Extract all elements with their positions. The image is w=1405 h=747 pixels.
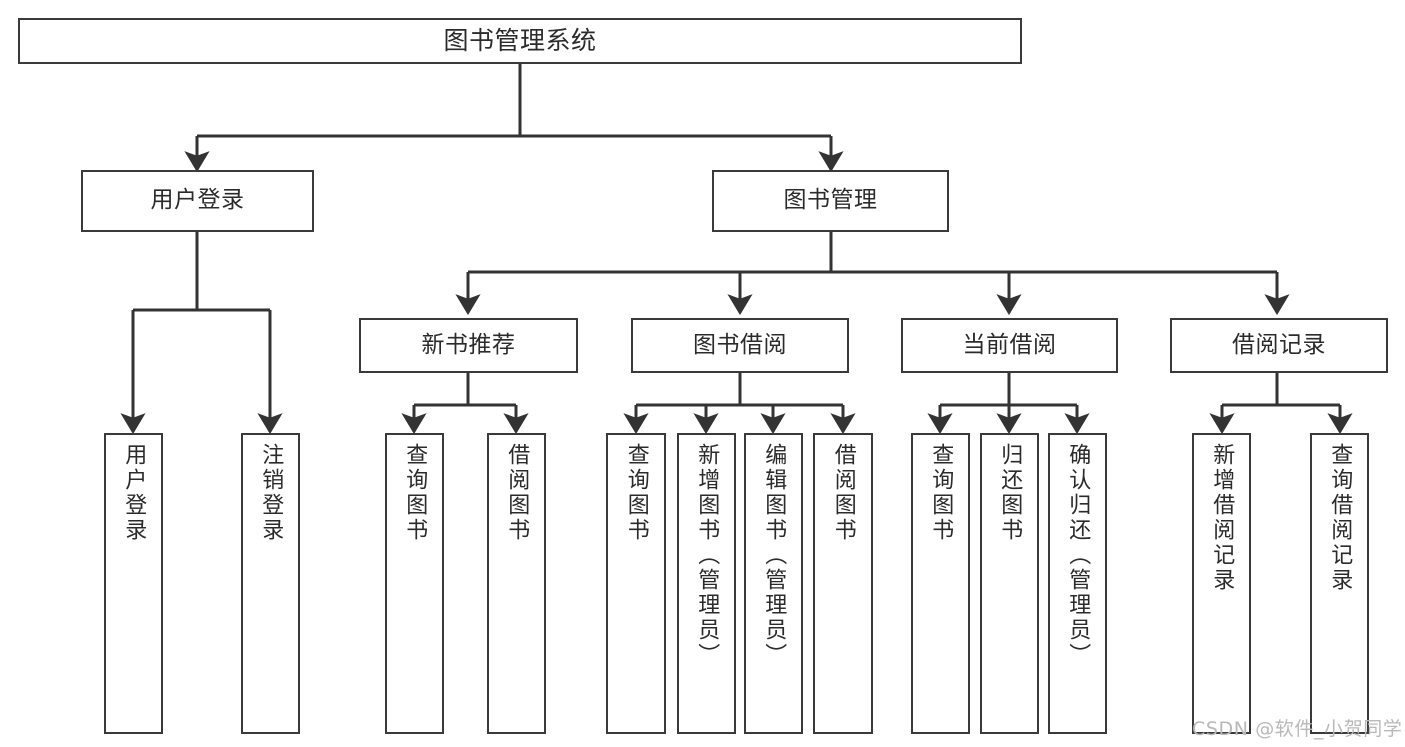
node-leaf-query-book-2-label: 查询图书	[623, 443, 649, 543]
node-leaf-add-book[interactable]: 新增图书（管理员）	[677, 433, 736, 734]
node-user-login[interactable]: 用户登录	[81, 170, 314, 232]
node-leaf-user-login-label: 用户登录	[121, 443, 147, 543]
node-leaf-add-book-label: 新增图书（管理员）	[694, 443, 720, 668]
node-leaf-query-book-2[interactable]: 查询图书	[606, 433, 666, 734]
node-user-login-label: 用户登录	[150, 187, 245, 214]
node-leaf-query-book-3[interactable]: 查询图书	[911, 433, 970, 734]
node-root[interactable]: 图书管理系统	[18, 18, 1022, 64]
node-root-label: 图书管理系统	[443, 26, 597, 56]
node-leaf-logout-login-label: 注销登录	[258, 443, 284, 543]
node-book-management-label: 图书管理	[783, 187, 878, 214]
node-leaf-logout-login[interactable]: 注销登录	[241, 433, 300, 734]
node-leaf-borrow-book-2-label: 借阅图书	[830, 443, 856, 543]
node-leaf-user-login[interactable]: 用户登录	[104, 433, 163, 734]
node-leaf-query-record[interactable]: 查询借阅记录	[1310, 433, 1369, 734]
node-leaf-query-book-1[interactable]: 查询图书	[385, 433, 444, 734]
node-new-book-recommend-label: 新书推荐	[421, 331, 516, 358]
node-leaf-borrow-book-1-label: 借阅图书	[504, 443, 530, 543]
node-current-borrow-label: 当前借阅	[962, 331, 1057, 358]
node-leaf-edit-book[interactable]: 编辑图书（管理员）	[744, 433, 803, 734]
node-leaf-borrow-book-1[interactable]: 借阅图书	[487, 433, 546, 734]
watermark-text: CSDN @软件_小贺同学	[1192, 718, 1403, 740]
node-book-borrow-label: 图书借阅	[693, 331, 787, 358]
node-current-borrow[interactable]: 当前借阅	[901, 318, 1118, 373]
node-leaf-return-book[interactable]: 归还图书	[980, 433, 1039, 734]
node-leaf-edit-book-label: 编辑图书（管理员）	[761, 443, 787, 668]
node-leaf-add-record[interactable]: 新增借阅记录	[1192, 433, 1251, 734]
node-leaf-confirm-return[interactable]: 确认归还（管理员）	[1048, 433, 1107, 734]
node-leaf-query-book-3-label: 查询图书	[928, 443, 954, 543]
node-new-book-recommend[interactable]: 新书推荐	[359, 318, 578, 373]
node-leaf-query-book-1-label: 查询图书	[402, 443, 428, 543]
node-leaf-return-book-label: 归还图书	[997, 443, 1023, 543]
node-book-management[interactable]: 图书管理	[712, 170, 949, 232]
node-leaf-confirm-return-label: 确认归还（管理员）	[1065, 443, 1091, 668]
node-borrow-record-label: 借阅记录	[1232, 331, 1326, 358]
node-leaf-add-record-label: 新增借阅记录	[1209, 443, 1235, 593]
node-leaf-query-record-label: 查询借阅记录	[1327, 443, 1353, 593]
node-borrow-record[interactable]: 借阅记录	[1170, 318, 1388, 373]
node-book-borrow[interactable]: 图书借阅	[631, 318, 849, 373]
node-leaf-borrow-book-2[interactable]: 借阅图书	[813, 433, 873, 734]
